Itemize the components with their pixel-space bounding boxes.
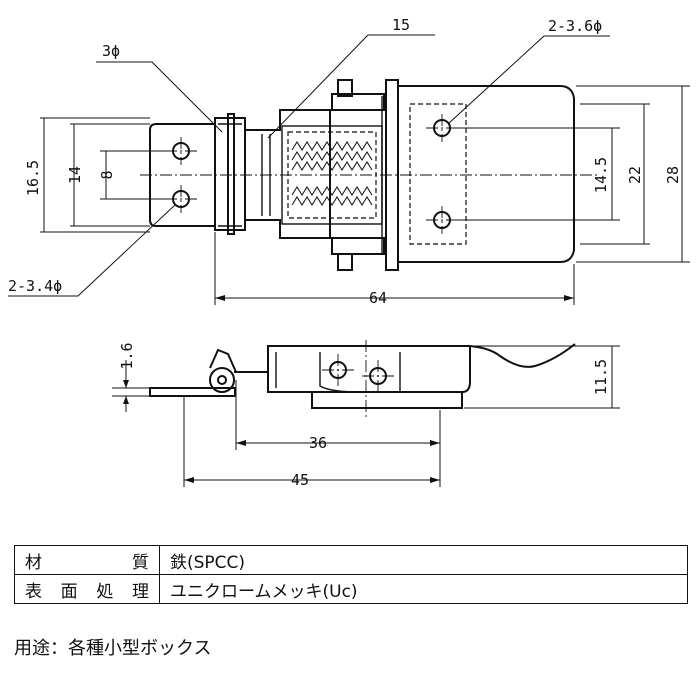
spec-label-finish: 表面処理 (14, 574, 160, 604)
dim-1-6: 1.6 (118, 342, 136, 369)
side-hinge-eye (209, 367, 235, 393)
dim-15: 15 (392, 16, 410, 34)
spec-value-material: 鉄(SPCC) (159, 545, 688, 575)
dim-22: 22 (626, 166, 644, 184)
dim-14-5: 14.5 (592, 157, 610, 193)
spring-lower (291, 186, 373, 196)
hinge-pin (227, 113, 235, 235)
link-frame (245, 109, 331, 239)
dim-14: 14 (66, 166, 84, 184)
spring-upper (291, 141, 373, 151)
side-base-plate (149, 387, 236, 397)
side-lever (234, 343, 576, 373)
side-catch-plate (311, 391, 463, 409)
catch-plate (398, 85, 575, 263)
table-row: 材質 鉄(SPCC) (14, 545, 688, 575)
dim-2-3-6phi: 2-3.6ϕ (548, 17, 602, 35)
spec-label-material: 材質 (14, 545, 160, 575)
dim-64: 64 (369, 289, 387, 307)
dim-8: 8 (98, 170, 116, 179)
top-view: 16.5 14 8 14.5 22 28 64 15 3ϕ (8, 16, 690, 307)
dim-11-5: 11.5 (592, 359, 610, 395)
side-view: 1.6 11.5 36 45 (112, 340, 620, 489)
dim-45: 45 (291, 471, 309, 489)
spec-table: 材質 鉄(SPCC) 表面処理 ユニクロームメッキ(Uc) (14, 545, 688, 604)
usage-note: 用途：各種小型ボックス (14, 638, 212, 659)
dim-36: 36 (309, 434, 327, 452)
table-row: 表面処理 ユニクロームメッキ(Uc) (14, 574, 688, 604)
dim-16-5: 16.5 (24, 160, 42, 196)
spec-value-finish: ユニクロームメッキ(Uc) (159, 574, 688, 604)
technical-drawing: 16.5 14 8 14.5 22 28 64 15 3ϕ (8, 16, 690, 489)
dim-3phi: 3ϕ (102, 42, 120, 60)
dim-28: 28 (664, 166, 682, 184)
dim-2-3-4phi: 2-3.4ϕ (8, 277, 62, 295)
hinge-knuckle (214, 117, 246, 231)
